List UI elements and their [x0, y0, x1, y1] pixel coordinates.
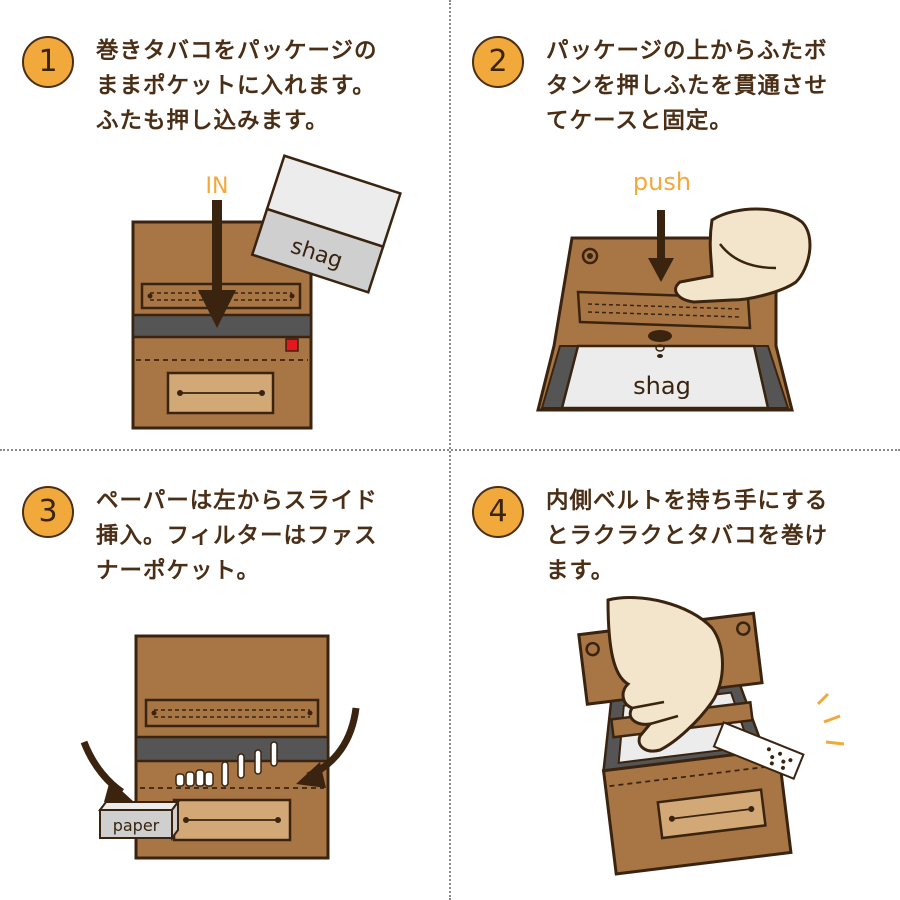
in-arrow [212, 200, 222, 292]
step-3-panel: 3 ペーパーは左からスライド 挿入。フィルターはファス ナーポケット。 [0, 450, 450, 900]
hand-icon [674, 207, 812, 304]
step-1-instruction: 巻きタバコをパッケージの ままポケットに入れます。 ふたも押し込みます。 [96, 38, 378, 134]
sparkle-icon [816, 692, 845, 746]
horizontal-divider [0, 449, 900, 451]
push-arrow [657, 210, 665, 260]
step-1-illustration: shag IN [131, 154, 402, 430]
paper-pack: paper [98, 799, 180, 841]
step-3-number-badge: 3 [22, 486, 74, 538]
in-arrow-head [198, 290, 236, 328]
step-2-illustration: shag push [536, 168, 812, 412]
step-2-panel: 2 パッケージの上からふたボ タンを押しふたを貫通させ てケースと固定。 sha… [450, 0, 900, 450]
shag-package: shag [250, 154, 402, 294]
elastic-band [134, 735, 330, 763]
step-3-illustration: paper [80, 634, 360, 860]
red-tab [285, 338, 299, 352]
step-1-number-badge: 1 [22, 36, 74, 88]
step-2-instruction: パッケージの上からふたボ タンを押しふたを貫通させ てケースと固定。 [546, 38, 829, 134]
step-3-instruction: ペーパーは左からスライド 挿入。フィルターはファス ナーポケット。 [96, 488, 378, 584]
push-label: push [633, 168, 691, 196]
svg-text:paper: paper [113, 816, 160, 835]
step-4-number-badge: 4 [472, 486, 524, 538]
lid-button [648, 330, 672, 342]
step-4-illustration [577, 596, 845, 876]
filter-tips [175, 741, 278, 787]
svg-text:shag: shag [633, 372, 691, 400]
step-4-instruction: 内側ベルトを持ち手にする とラクラクとタバコを巻け ます。 [546, 488, 829, 584]
rolling-paper [712, 721, 805, 781]
step-4-panel: 4 内側ベルトを持ち手にする とラクラクとタバコを巻け ます。 [450, 450, 900, 900]
in-label: IN [206, 174, 229, 199]
step-2-number-badge: 2 [472, 36, 524, 88]
hand-icon [606, 596, 724, 753]
shag-package [560, 344, 770, 410]
snap-button [581, 247, 599, 265]
left-curved-arrow [80, 740, 125, 795]
elastic-band [131, 313, 313, 339]
inner-belt [144, 698, 320, 728]
step-1-panel: 1 巻きタバコをパッケージの ままポケットに入れます。 ふたも押し込みます。 s… [0, 0, 450, 450]
